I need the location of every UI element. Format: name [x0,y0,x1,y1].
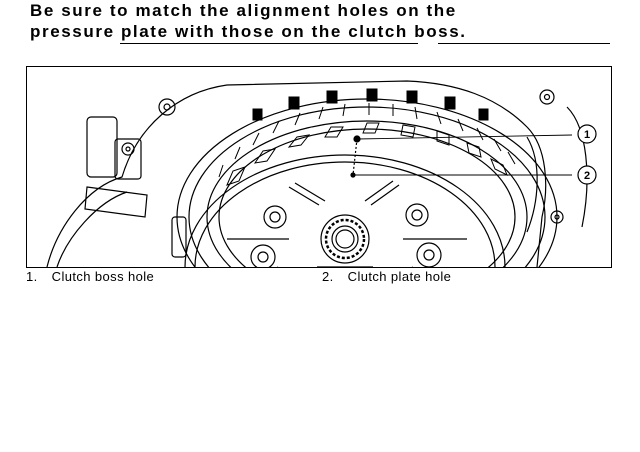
underline-rule-left [120,43,418,44]
callout-2 [353,165,597,185]
engine-case [46,80,588,267]
clutch-plates [218,88,516,186]
clutch-drawing: 1 2 [46,80,597,267]
caption-2: 2. Clutch plate hole [322,269,451,284]
instruction-line-2: pressure plate with those on the clutch … [30,22,467,41]
caption-1-number: 1. [26,269,38,284]
caption-1: 1. Clutch boss hole [26,269,154,284]
instruction-line-1: Be sure to match the alignment holes on … [30,1,457,20]
caption-1-text: Clutch boss hole [51,269,155,284]
caption-2-number: 2. [322,269,334,284]
caption-2-text: Clutch plate hole [347,269,452,284]
pressure-plate [184,135,506,267]
underline-rule-right [438,43,610,44]
callout-1-label: 1 [584,129,590,141]
callout-1 [356,124,597,144]
clutch-illustration: 1 2 [26,66,612,268]
instruction-text: Be sure to match the alignment holes on … [30,0,630,42]
callout-2-label: 2 [584,170,590,182]
